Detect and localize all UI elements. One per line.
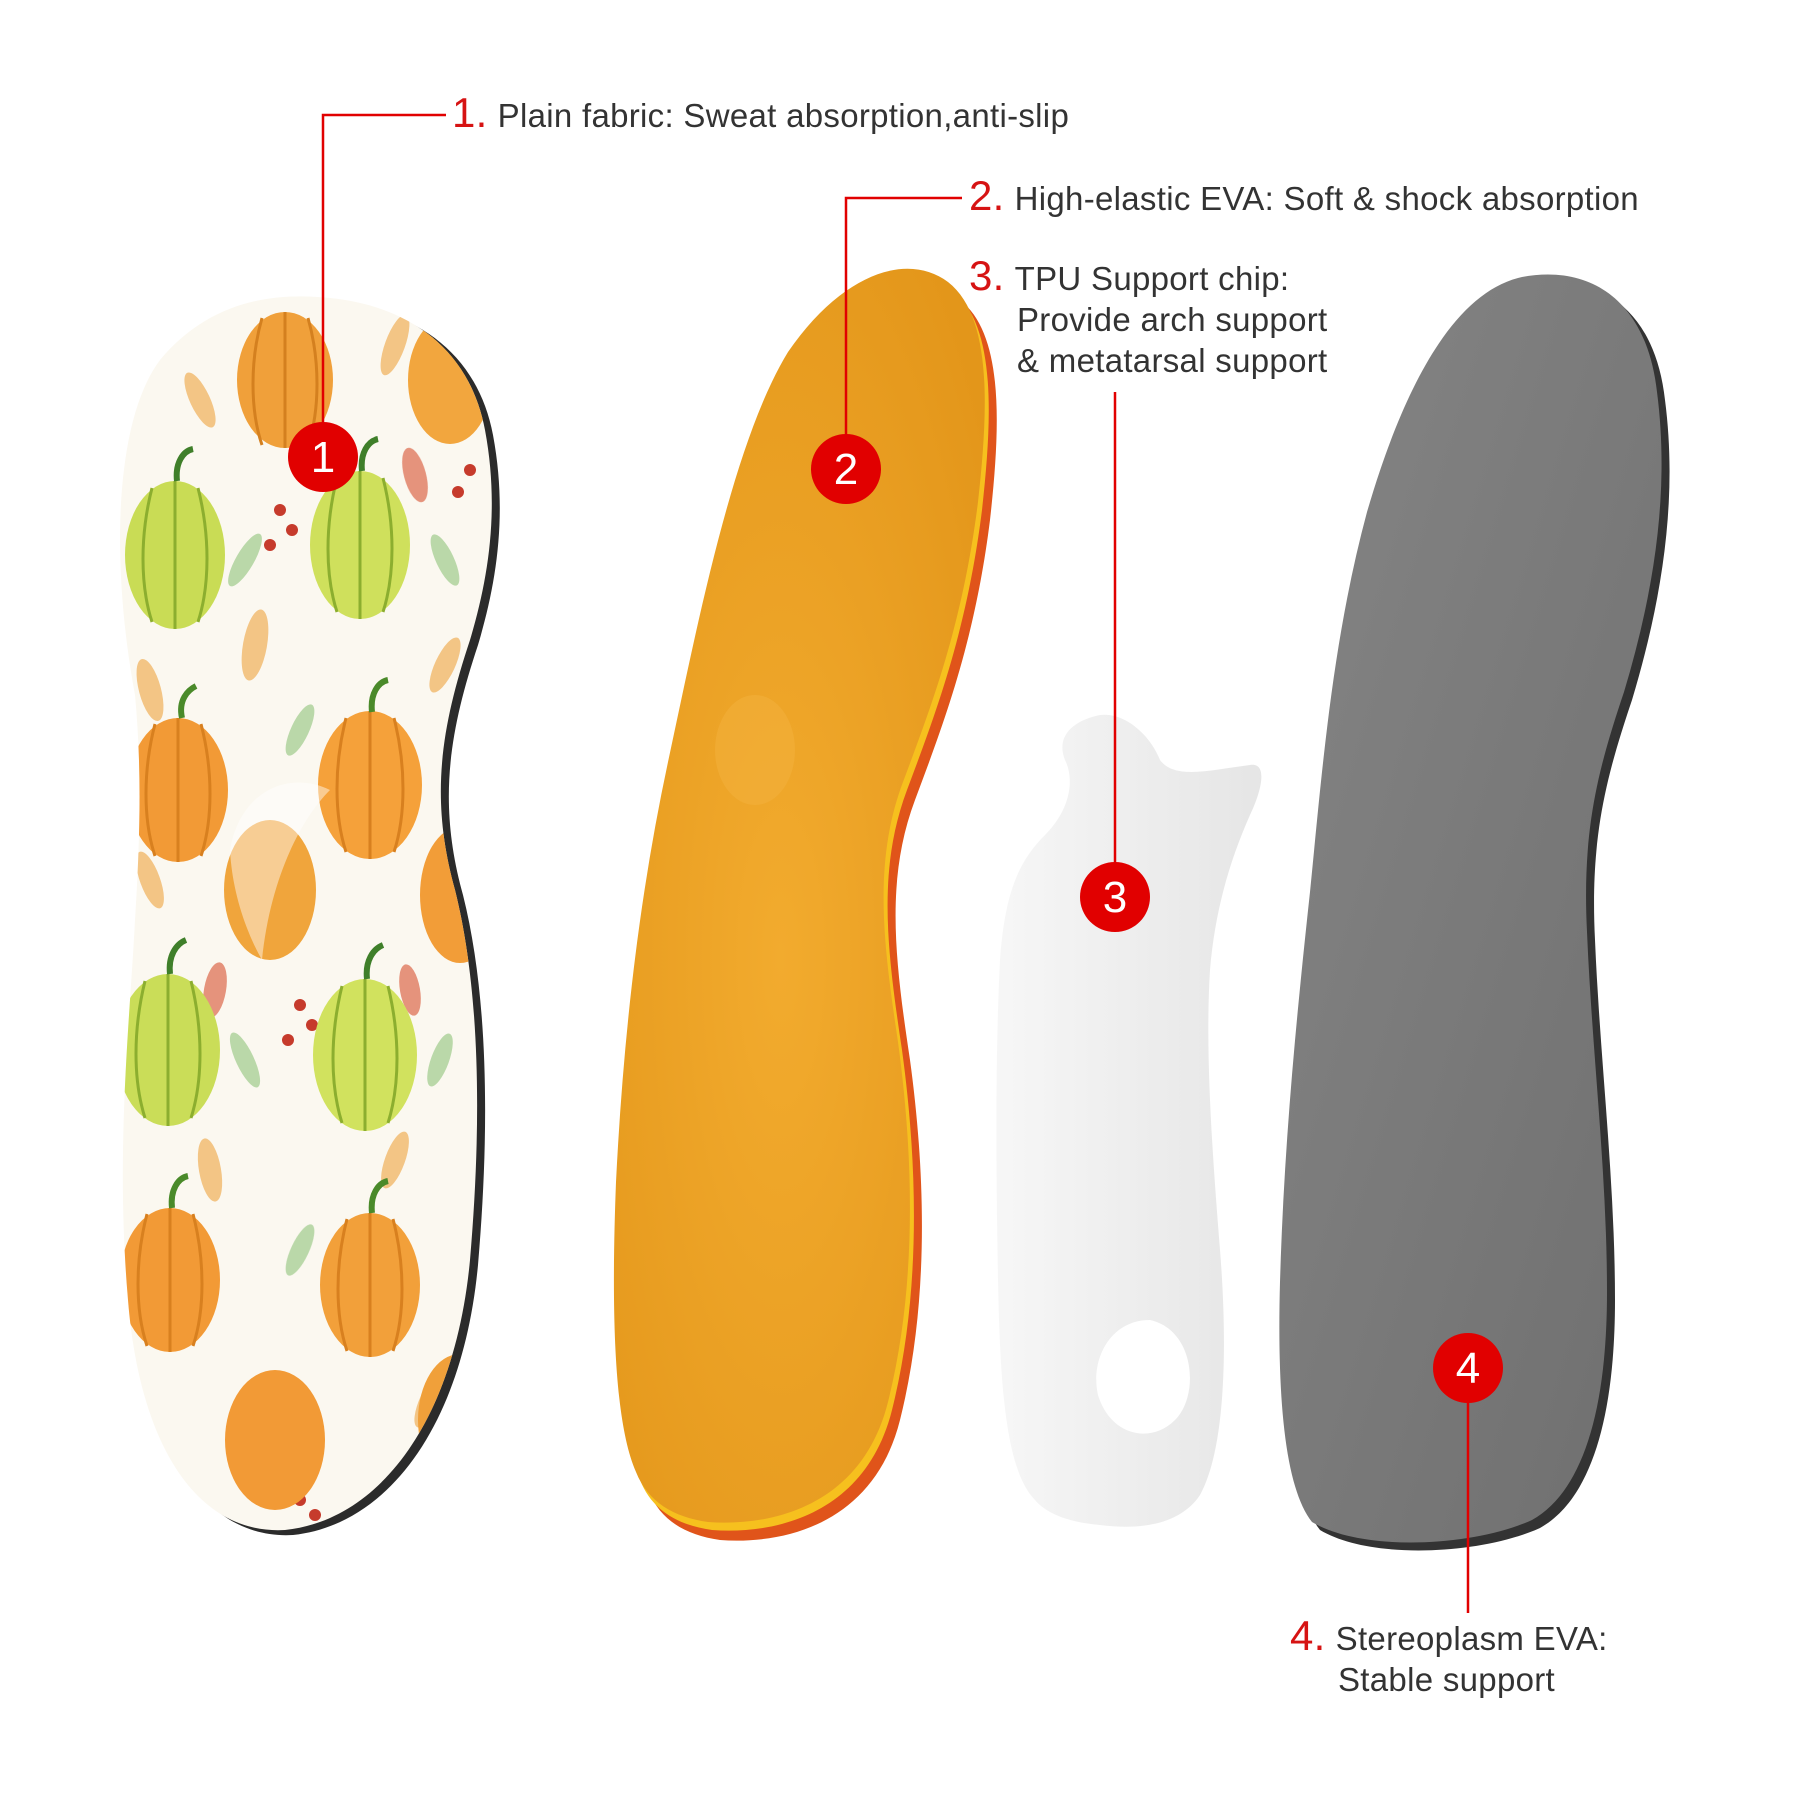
label-text-3b: Provide arch support [1017,301,1328,338]
label-number-1: 1. [452,89,488,136]
label-text-4b: Stable support [1338,1661,1556,1698]
pumpkin-pattern [120,312,492,1521]
badge-3: 3 [1080,862,1150,932]
base-insole [1279,274,1670,1551]
label-text-2: High-elastic EVA: Soft & shock absorptio… [1014,180,1639,217]
svg-text:3: 3 [1103,873,1127,922]
label-number-3: 3. [969,252,1005,299]
svg-text:4: 4 [1456,1344,1480,1393]
eva-insole [613,268,997,1541]
label-base: 4.Stereoplasm EVA: Stable support [1290,1615,1608,1700]
label-text-3c: & metatarsal support [1017,342,1328,379]
svg-text:2: 2 [834,445,858,494]
label-eva: 2.High-elastic EVA: Soft & shock absorpt… [969,175,1639,219]
label-number-2: 2. [969,172,1005,219]
label-text-1: Plain fabric: Sweat absorption,anti-slip [497,97,1070,134]
leader-line-2 [844,196,962,468]
fabric-insole [120,296,500,1536]
svg-text:1: 1 [311,433,335,482]
label-text-3a: TPU Support chip: [1014,260,1290,297]
badge-1: 1 [288,422,358,492]
label-text-4a: Stereoplasm EVA: [1335,1620,1608,1657]
label-fabric: 1.Plain fabric: Sweat absorption,anti-sl… [452,92,1069,136]
leader-line-1 [321,113,446,448]
badge-4: 4 [1433,1333,1503,1403]
label-number-4: 4. [1290,1612,1326,1659]
leader-lines [321,113,1470,1613]
badge-2: 2 [811,434,881,504]
tpu-chip-shape [996,714,1262,1527]
label-tpu: 3.TPU Support chip: Provide arch support… [969,255,1328,381]
